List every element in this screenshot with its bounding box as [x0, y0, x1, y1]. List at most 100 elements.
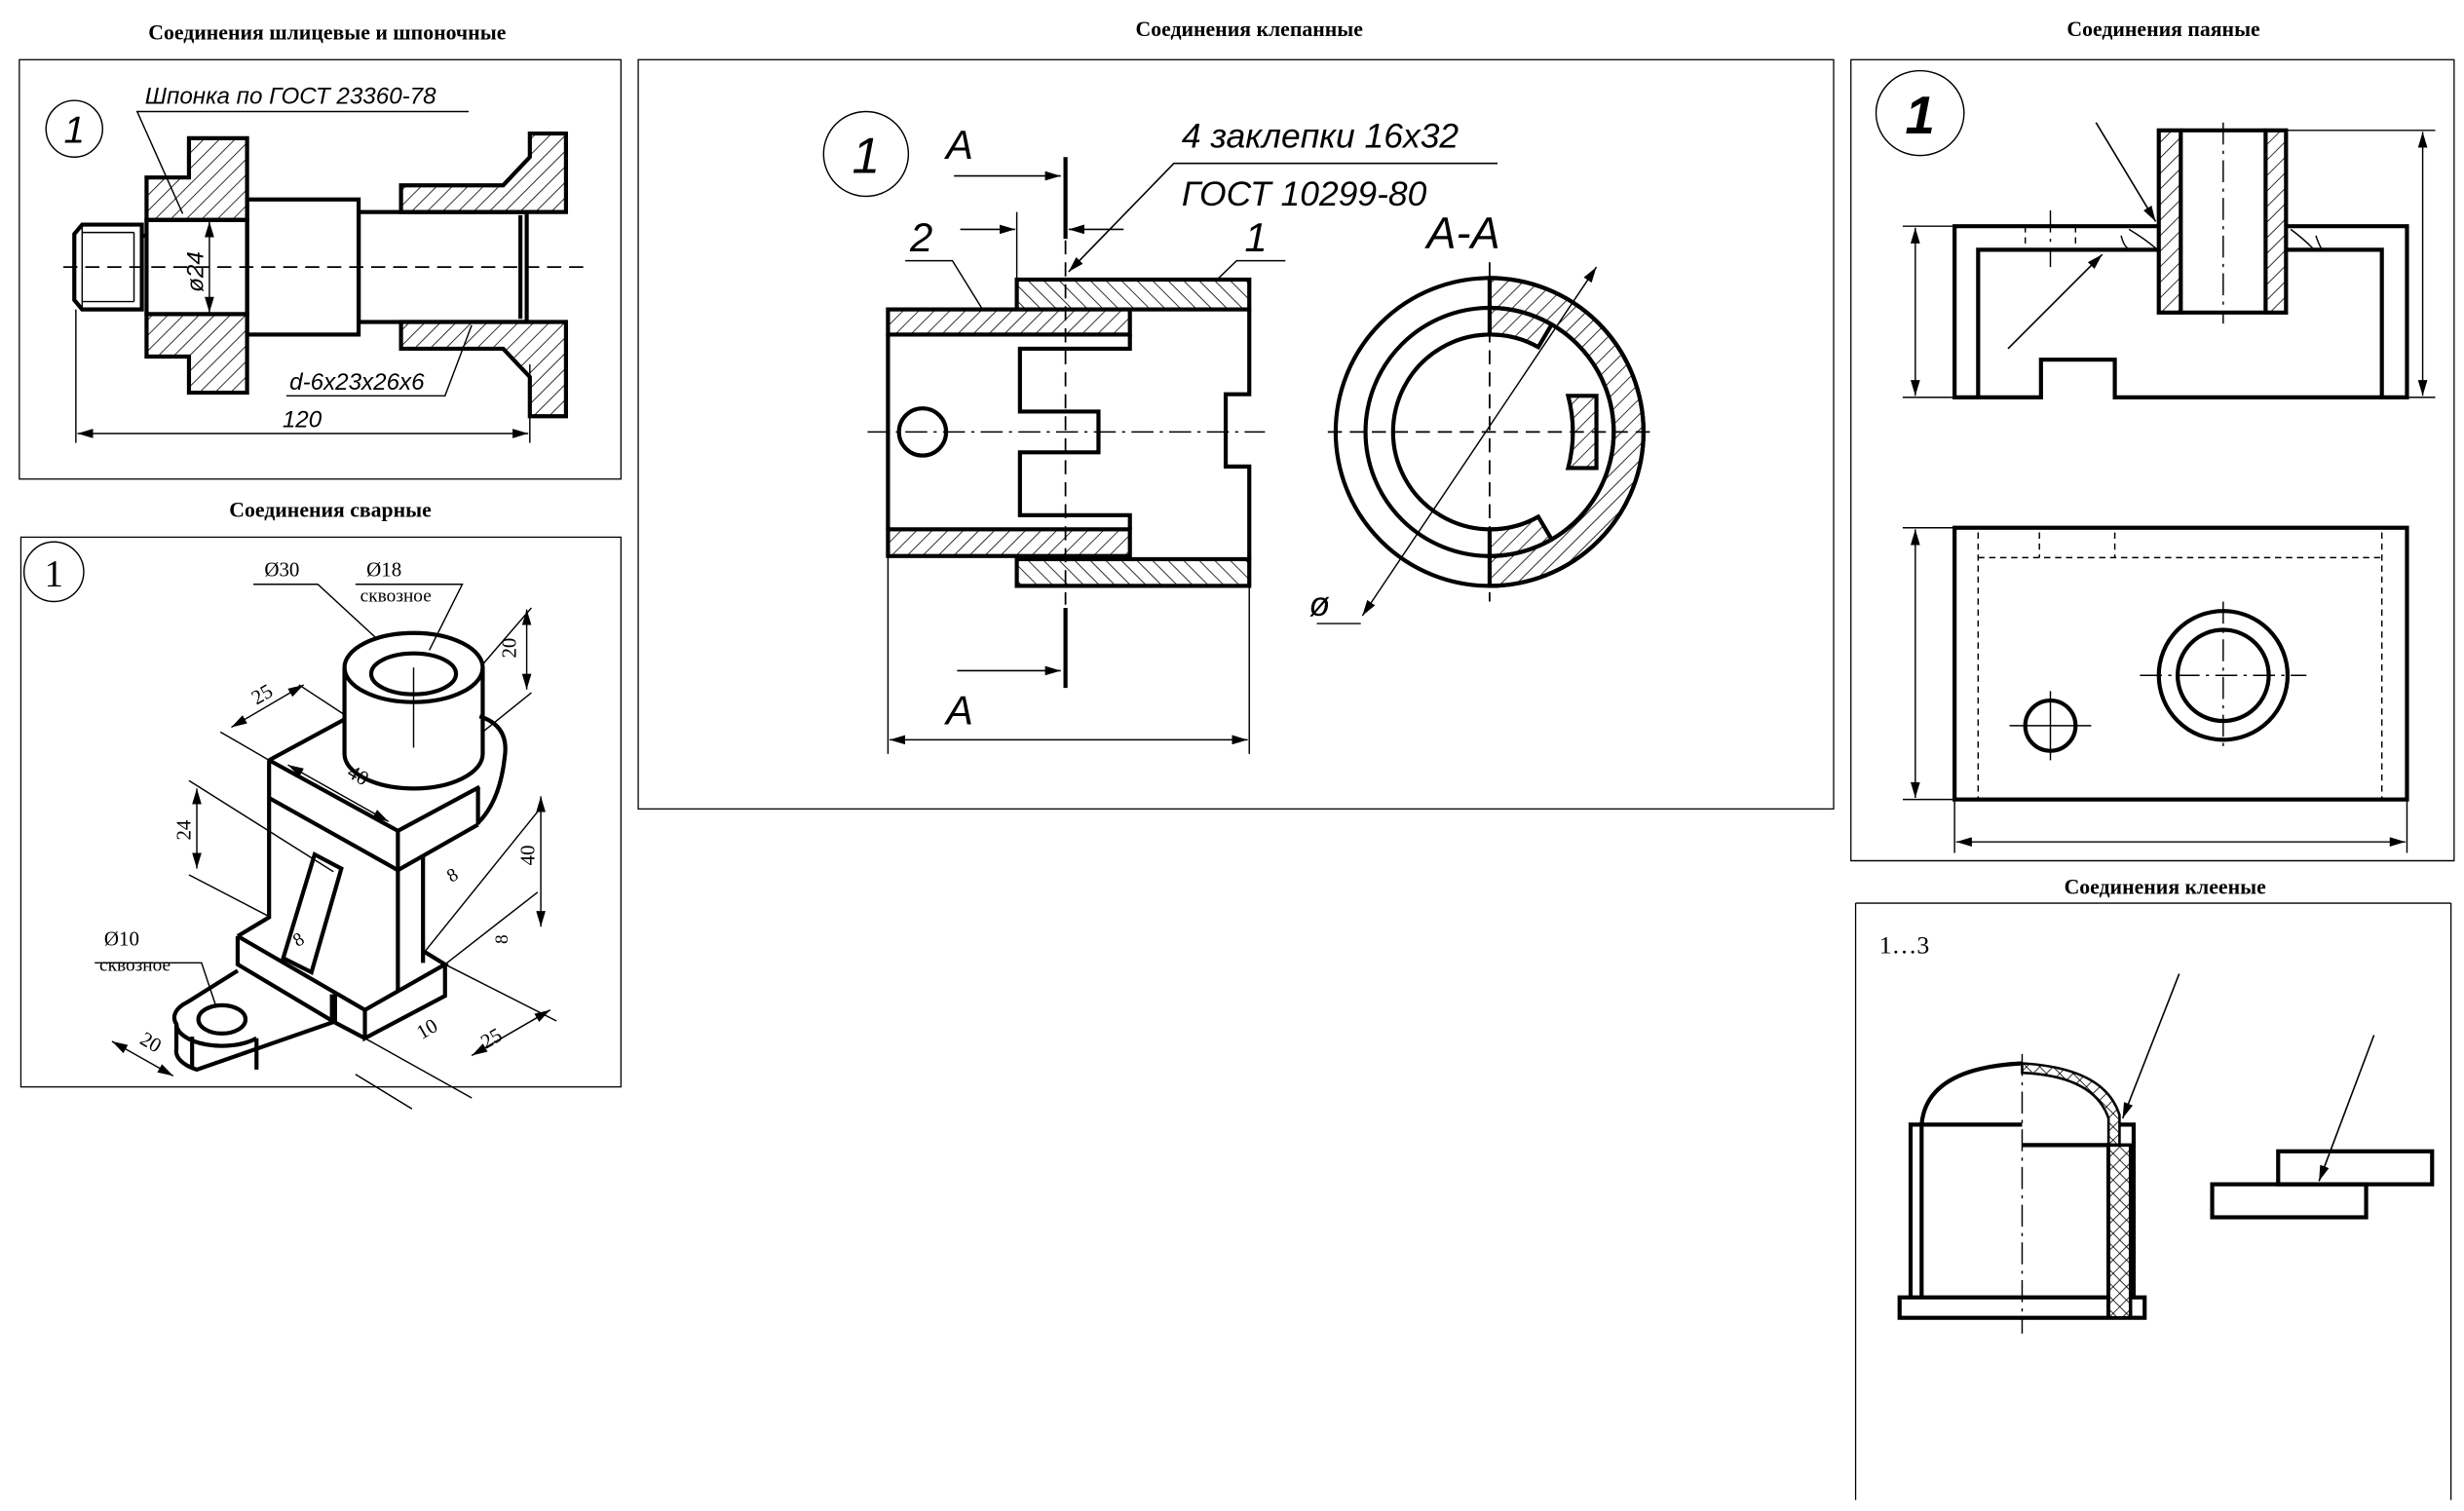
panel-frame	[1850, 58, 2455, 862]
d30-label: Ø30	[264, 558, 299, 582]
section-mark-bottom: А	[943, 687, 973, 733]
panel-soldered-joints: Соединения паяные 1	[1850, 18, 2455, 862]
part-2-label: 2	[909, 214, 932, 260]
outer-sleeve-lower	[1014, 556, 1252, 588]
dim-25	[231, 684, 305, 729]
variant-number: 1	[1905, 85, 1934, 145]
adhesive-pointer-arrow	[2121, 973, 2180, 1119]
section-a-a-view: А-А ø	[1309, 208, 1650, 624]
d10-leader	[95, 962, 217, 1006]
dim-40	[287, 764, 390, 822]
panel-welded-joints: Соединения сварные 1	[19, 498, 622, 1110]
rivet-spec-label: 4 заклепки 16х32	[1182, 117, 1459, 156]
lower-plate	[2210, 1182, 2369, 1220]
top-view	[1902, 525, 2409, 853]
outer-sleeve-upper	[1014, 277, 1252, 312]
variant-number-badge: 1	[1875, 69, 1965, 157]
variant-number: 1	[63, 110, 85, 152]
adhesive-layer-dome	[2021, 1062, 2121, 1147]
rib	[281, 851, 344, 975]
dim-label: 25	[247, 679, 277, 709]
shaft-assembly: ø24 Шпонка по ГОСТ 23360-78 d-6x23x26x6 …	[62, 83, 586, 443]
section-mark-top: А	[943, 122, 973, 168]
cap-dome-left	[1919, 1061, 2023, 1125]
d18-leader	[355, 584, 464, 651]
base-outline	[1952, 525, 2409, 802]
glued-cap-assembly	[1897, 973, 2180, 1334]
through-hole-note: сквозное	[99, 955, 171, 975]
right-hub-upper-section	[398, 131, 568, 214]
dim-label: 8	[289, 929, 308, 952]
variant-range: 1…3	[1879, 931, 1930, 960]
panel-title: Соединения сварные	[229, 498, 432, 521]
d18-label: Ø18	[366, 558, 401, 582]
d10-label: Ø10	[104, 927, 139, 951]
dim-label: 20	[497, 638, 520, 659]
base-body	[1952, 224, 2409, 399]
key-standard-label: Шпонка по ГОСТ 23360-78	[145, 83, 436, 109]
rivet-standard-label: ГОСТ 10299-80	[1182, 174, 1427, 213]
panel-frame	[1850, 859, 2454, 1500]
dim-label: 8	[443, 864, 462, 887]
dim-label: 24	[172, 819, 196, 840]
rounded-boss	[476, 714, 508, 825]
solder-fillets	[2120, 228, 2324, 251]
section-label: А-А	[1423, 208, 1499, 258]
cap-wall-left	[1908, 1122, 2023, 1298]
key-leader-line	[135, 110, 469, 214]
solder-pointer-arrow	[2007, 253, 2104, 350]
lug-hole	[196, 1002, 248, 1036]
riveted-sleeve-view: А 4 заклепки 16х32 ГОСТ 10299-80 2 1	[867, 117, 1497, 754]
panel-frame	[19, 536, 622, 1088]
spline-label: d-6x23x26x6	[289, 369, 425, 396]
diameter-dimension	[1361, 266, 1598, 617]
top-block	[267, 717, 481, 992]
part-1-label: 1	[1244, 214, 1267, 260]
inner-tube-lower	[886, 527, 1132, 558]
dim-label: 25	[476, 1023, 506, 1053]
adhesive-layer-wall	[2106, 1143, 2133, 1320]
panel-title: Соединения клепанные	[1136, 18, 1364, 41]
dim-25-base	[471, 1009, 551, 1057]
spline-leader-line	[285, 324, 473, 397]
upper-plate	[2276, 1149, 2435, 1187]
bushing-wall-right	[2263, 128, 2289, 315]
through-hole-note: сквозное	[360, 586, 432, 606]
variant-number: 1	[45, 553, 63, 594]
dim-label: 20	[136, 1027, 166, 1057]
panel-glued-joints: Соединения клееные 1…3	[1850, 859, 2454, 1500]
dim-label: 40	[516, 845, 540, 865]
thread-lines	[81, 224, 135, 310]
panel-title: Соединения шлицевые и шпоночные	[148, 20, 506, 44]
dim-label: 8	[492, 934, 512, 944]
panel-frame	[637, 58, 1835, 810]
panel-title: Соединения клееные	[2065, 875, 2266, 898]
dim-20	[111, 1040, 174, 1077]
base-plate	[235, 915, 449, 1042]
left-hub-lower-section	[144, 312, 249, 396]
adhesive-pointer-arrow	[2318, 1035, 2375, 1182]
d30-leader	[253, 584, 378, 640]
length-label: 120	[283, 407, 322, 434]
diameter-symbol: ø	[1309, 585, 1331, 623]
panel-frame	[19, 58, 622, 480]
right-hub-lower-section	[398, 320, 568, 419]
left-hub-upper-section	[144, 135, 249, 222]
variant-number-badge: 1	[22, 541, 85, 603]
dim-label: 10	[412, 1013, 441, 1043]
bushing-wall-left	[2156, 128, 2183, 315]
variant-number-badge: 1	[822, 110, 910, 198]
rivet-leader-line	[1068, 162, 1497, 273]
variant-number: 1	[852, 127, 880, 183]
isometric-bracket: Ø30 Ø18 сквозное Ø10 сквозное 20 25 40 2…	[95, 558, 557, 1110]
panel-title: Соединения паяные	[2066, 18, 2260, 41]
part-2-leader	[905, 259, 995, 327]
solder-pointer-arrow	[2095, 122, 2157, 222]
inner-tube-upper	[886, 307, 1132, 337]
glued-lap-joint	[2210, 1035, 2435, 1220]
panel-keyed-joints: Соединения шлицевые и шпоночные 1 ø24	[19, 20, 622, 480]
sleeve-contour	[886, 309, 1252, 559]
panel-riveted-joints: Соединения клепанные 1 А 4 заклепки 16х3…	[637, 18, 1835, 810]
front-section-view	[1902, 122, 2436, 399]
